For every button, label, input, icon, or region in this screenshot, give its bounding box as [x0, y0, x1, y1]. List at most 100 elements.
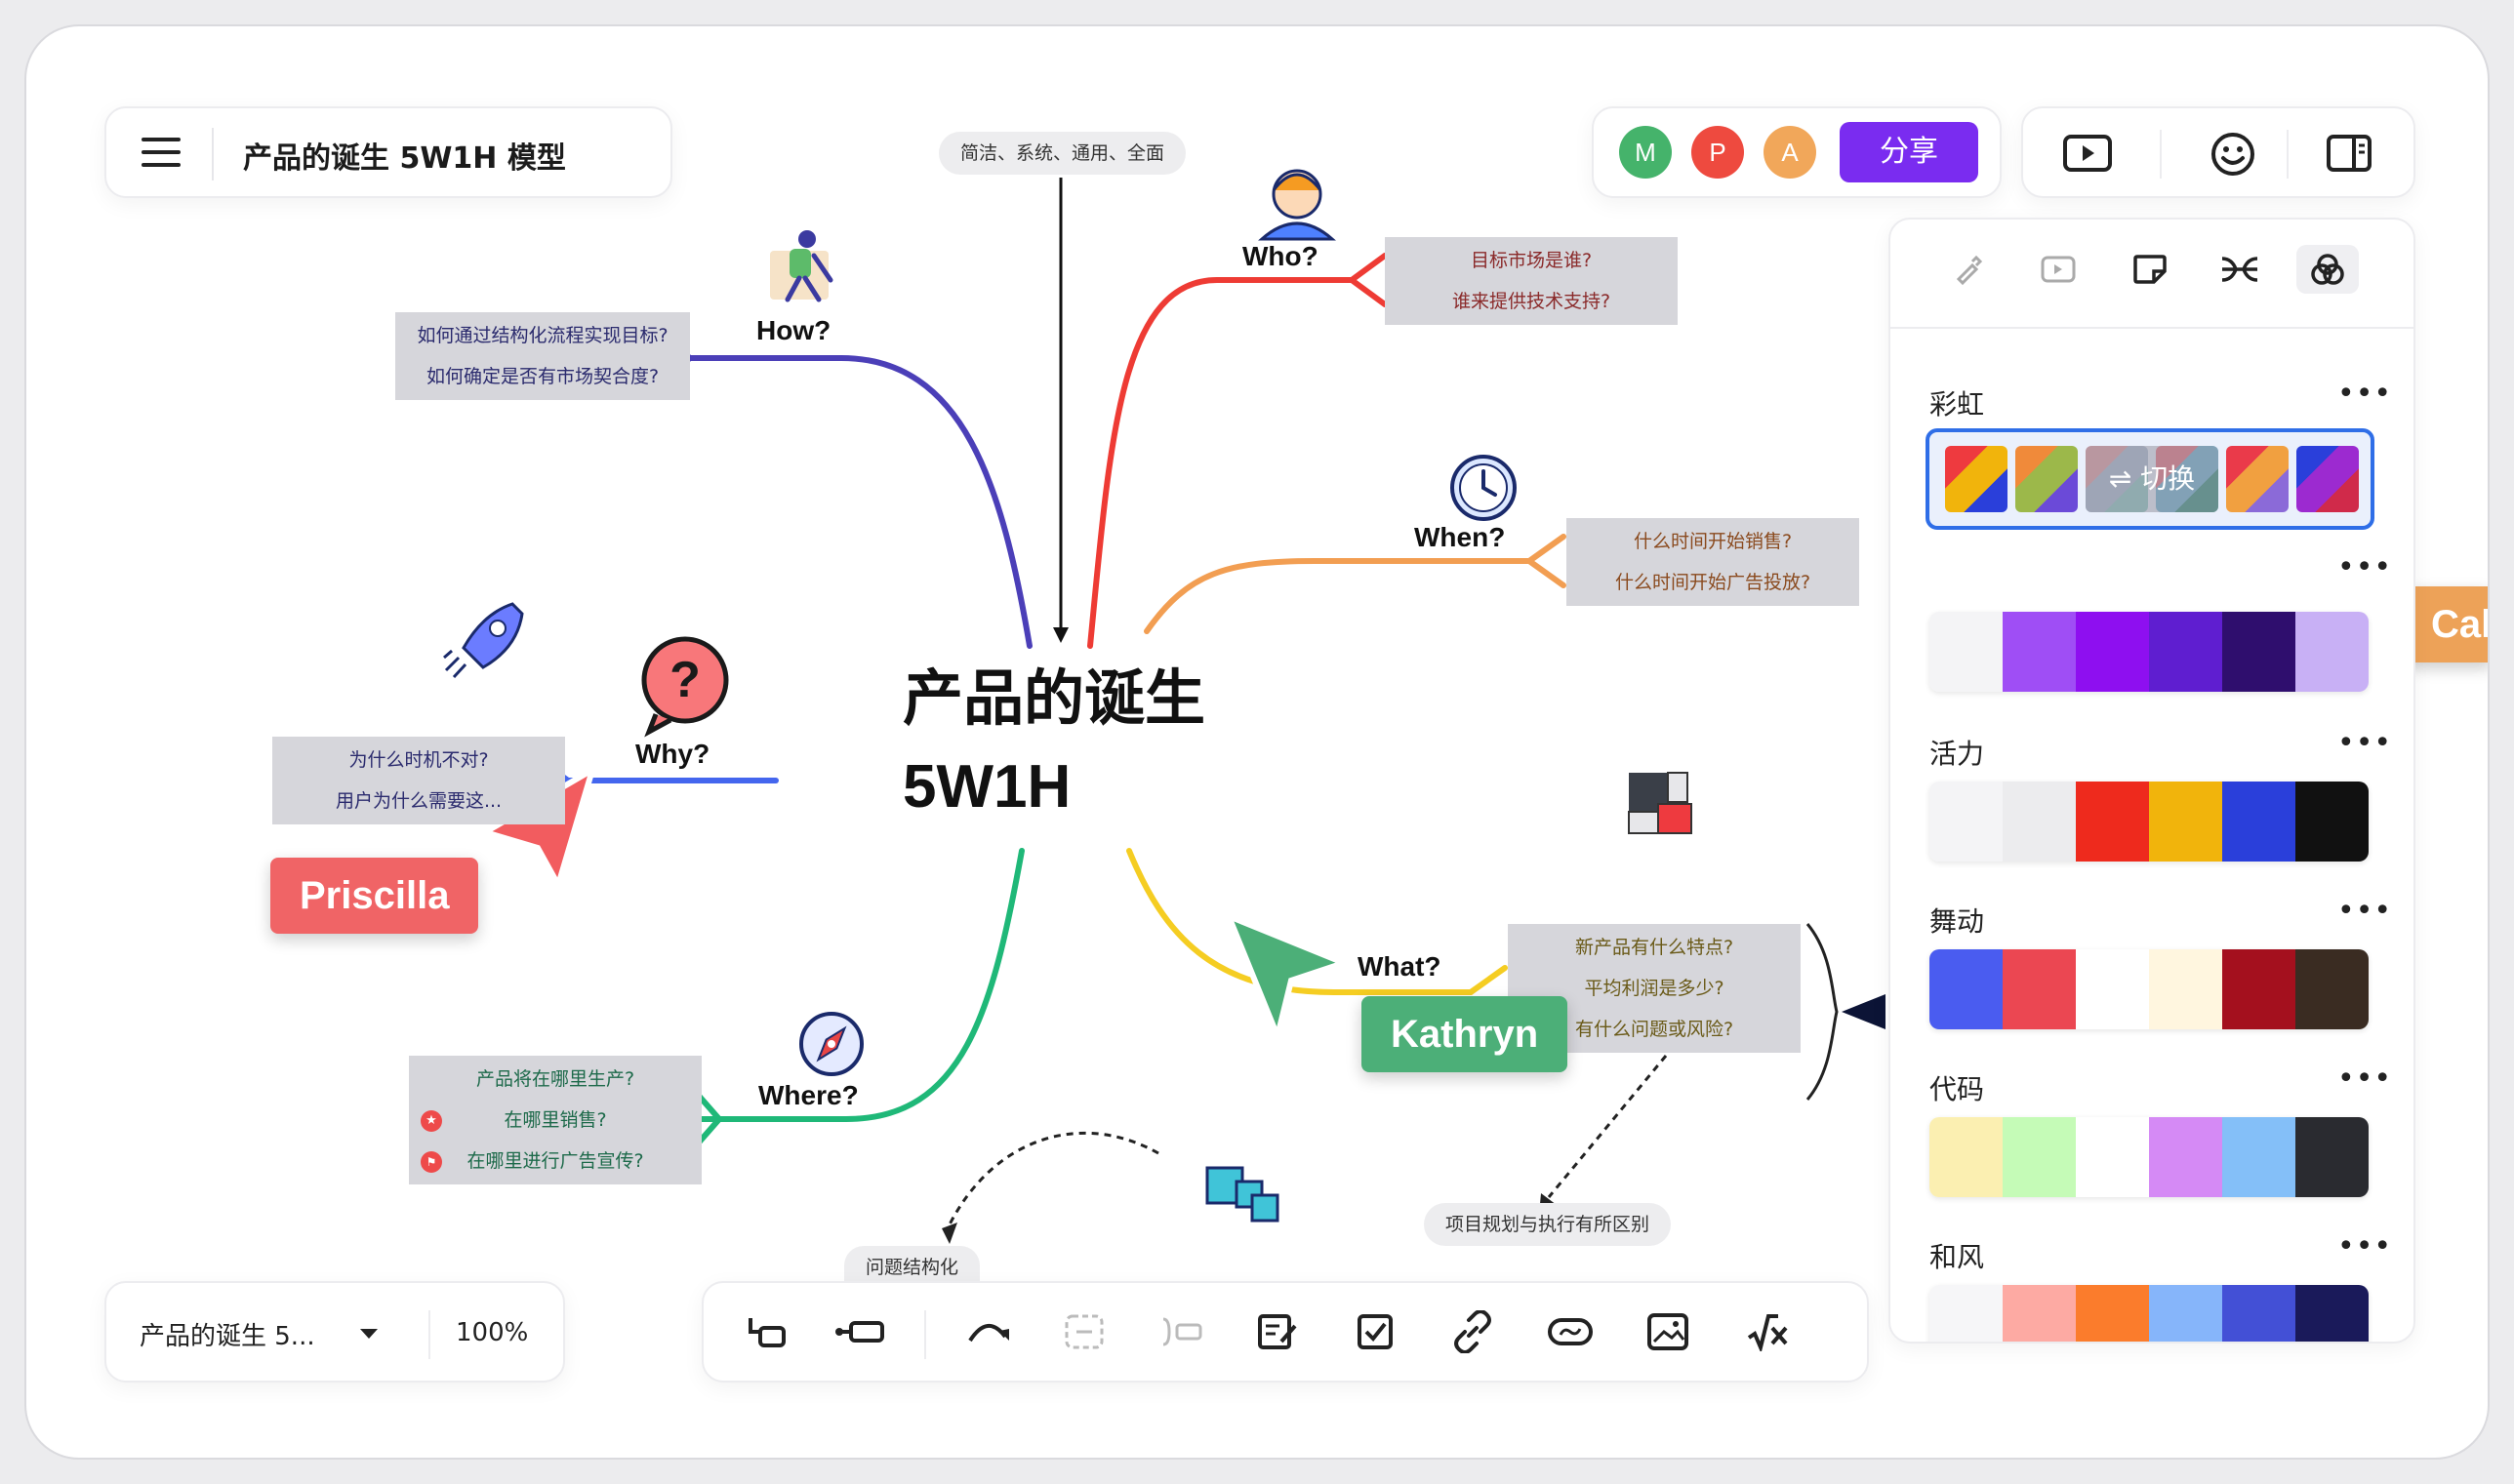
task-checkbox-button[interactable] [1346, 1303, 1404, 1361]
node-why[interactable]: 为什么时机不对? 用户为什么需要这... [272, 737, 565, 824]
palette-vitality[interactable] [1929, 782, 2369, 862]
doc-name-dropdown[interactable]: 产品的诞生 5... [140, 1316, 403, 1355]
priscilla-cursor-tag: Priscilla [270, 858, 479, 934]
branch-label-who[interactable]: Who? [1242, 241, 1318, 271]
toolbar-divider [924, 1310, 926, 1359]
floating-note-project[interactable]: 项目规划与执行有所区别 [1424, 1203, 1672, 1246]
central-topic[interactable]: 产品的诞生 5W1H [903, 656, 1205, 831]
image-button[interactable] [1639, 1303, 1697, 1361]
collaboration-bar: M P A 分享 [1592, 106, 2002, 198]
palette-name-wafu: 和风 [1929, 1241, 1985, 1273]
presentation-play-icon[interactable] [2062, 132, 2113, 179]
node-how-q2: 如何确定是否有市场契合度? [426, 366, 660, 387]
node-where-q1: 产品将在哪里生产? [475, 1068, 635, 1090]
branch-label-where[interactable]: Where? [758, 1080, 859, 1110]
node-who[interactable]: 目标市场是谁? 谁来提供技术支持? [1385, 237, 1678, 325]
swatch-1 [1929, 949, 2003, 1029]
branch-label-when[interactable]: When? [1414, 522, 1506, 552]
branch-label-what[interactable]: What? [1358, 951, 1441, 982]
node-who-q2: 谁来提供技术支持? [1451, 291, 1611, 312]
kathryn-cursor [1223, 910, 1353, 1046]
person-headset-icon [1258, 169, 1336, 241]
rocket-icon [443, 602, 524, 679]
add-sibling-button[interactable] [831, 1303, 889, 1361]
tab-format[interactable] [1937, 245, 2000, 294]
avatar-p[interactable]: P [1691, 126, 1744, 179]
avatar-m[interactable]: M [1619, 126, 1672, 179]
title-divider [212, 128, 214, 180]
equation-button[interactable] [1738, 1303, 1797, 1361]
branch-fork-what [1468, 965, 1508, 995]
tab-theme[interactable] [2296, 245, 2359, 294]
branch-line-where [716, 848, 1025, 1122]
panel-tab-divider [1890, 327, 2413, 329]
style-panel: 彩虹 ••• ⇌ 切换 ••• 活力 ••• 舞动 ••• 代码 ••• 和风 [1888, 218, 2415, 1344]
swatch-5 [2222, 782, 2295, 862]
hiker-icon [770, 230, 833, 302]
avatar-a[interactable]: A [1764, 126, 1816, 179]
boundary-button[interactable] [1055, 1303, 1114, 1361]
branch-fork-who [1349, 253, 1388, 307]
node-where-q3: 在哪里进行广告宣传? [466, 1150, 644, 1172]
rainbow-swatch-5 [2226, 446, 2289, 512]
hamburger-menu-icon[interactable] [142, 136, 181, 169]
dashed-arrow-project [1547, 1055, 1668, 1198]
topic-link-button[interactable] [1541, 1303, 1600, 1361]
doc-title[interactable]: 产品的诞生 5W1H 模型 [243, 141, 566, 176]
branch-line-how [687, 355, 1033, 649]
node-when[interactable]: 什么时间开始销售? 什么时间开始广告投放? [1566, 518, 1859, 606]
top-note-arrowhead [1053, 627, 1069, 643]
node-where[interactable]: 产品将在哪里生产? 在哪里销售? 在哪里进行广告宣传? [409, 1056, 702, 1184]
swatch-6 [2295, 782, 2369, 862]
palette-more-vitality[interactable]: ••• [2337, 726, 2393, 760]
tab-structure[interactable] [2209, 245, 2271, 294]
central-topic-line2: 5W1H [903, 753, 1072, 821]
chevron-down-icon[interactable] [358, 1326, 380, 1344]
node-how-q1: 如何通过结构化流程实现目标? [417, 325, 669, 346]
palette-name-dance: 舞动 [1929, 905, 1985, 938]
summary-button[interactable] [1153, 1303, 1211, 1361]
palette-more-purple[interactable]: ••• [2337, 550, 2393, 584]
swatch-5 [2222, 949, 2295, 1029]
palette-more-dance[interactable]: ••• [2337, 894, 2393, 928]
note-button[interactable] [1248, 1303, 1307, 1361]
swatch-4 [2149, 1117, 2222, 1197]
sidebar-toggle-icon[interactable] [2326, 134, 2372, 177]
share-button[interactable]: 分享 [1840, 122, 1978, 182]
tab-present[interactable] [2027, 245, 2089, 294]
swatch-4 [2149, 612, 2222, 692]
swatch-5 [2222, 1117, 2295, 1197]
switch-overlay[interactable]: ⇌ 切换 [2086, 446, 2218, 512]
branch-line-what [1126, 848, 1474, 995]
palette-name-rainbow: 彩虹 [1929, 388, 1985, 421]
add-subtopic-button[interactable] [737, 1303, 795, 1361]
branch-label-why[interactable]: Why? [635, 739, 710, 769]
palette-more-rainbow[interactable]: ••• [2337, 377, 2393, 411]
palette-wafu[interactable] [1929, 1285, 2369, 1342]
swatch-1 [1929, 1117, 2003, 1197]
kathryn-cursor-tag: Kathryn [1361, 996, 1568, 1072]
relationship-button[interactable] [959, 1303, 1018, 1361]
top-note[interactable]: 简洁、系统、通用、全面 [939, 132, 1187, 175]
node-when-q1: 什么时间开始销售? [1633, 531, 1793, 552]
swatch-4 [2149, 1285, 2222, 1342]
swatch-2 [2003, 782, 2076, 862]
tab-sticky[interactable] [2119, 245, 2181, 294]
emoji-reaction-icon[interactable] [2210, 132, 2255, 180]
link-button[interactable] [1443, 1303, 1502, 1361]
node-when-q2: 什么时间开始广告投放? [1614, 572, 1811, 593]
node-why-q1: 为什么时机不对? [348, 749, 489, 771]
palette-code[interactable] [1929, 1117, 2369, 1197]
node-where-q2: 在哪里销售? [504, 1109, 607, 1131]
node-how[interactable]: 如何通过结构化流程实现目标? 如何确定是否有市场契合度? [395, 312, 690, 400]
dashed-arrowhead-structure [942, 1223, 957, 1244]
palette-rainbow-selected[interactable]: ⇌ 切换 [1926, 428, 2374, 530]
zoom-level[interactable]: 100% [456, 1318, 529, 1347]
palette-more-wafu[interactable]: ••• [2337, 1229, 2393, 1263]
title-bar: 产品的诞生 5W1H 模型 [104, 106, 672, 198]
branch-label-how[interactable]: How? [756, 315, 831, 345]
palette-dance[interactable] [1929, 949, 2369, 1029]
palette-more-code[interactable]: ••• [2337, 1062, 2393, 1096]
swatch-6 [2295, 1285, 2369, 1342]
palette-purple[interactable] [1929, 612, 2369, 692]
